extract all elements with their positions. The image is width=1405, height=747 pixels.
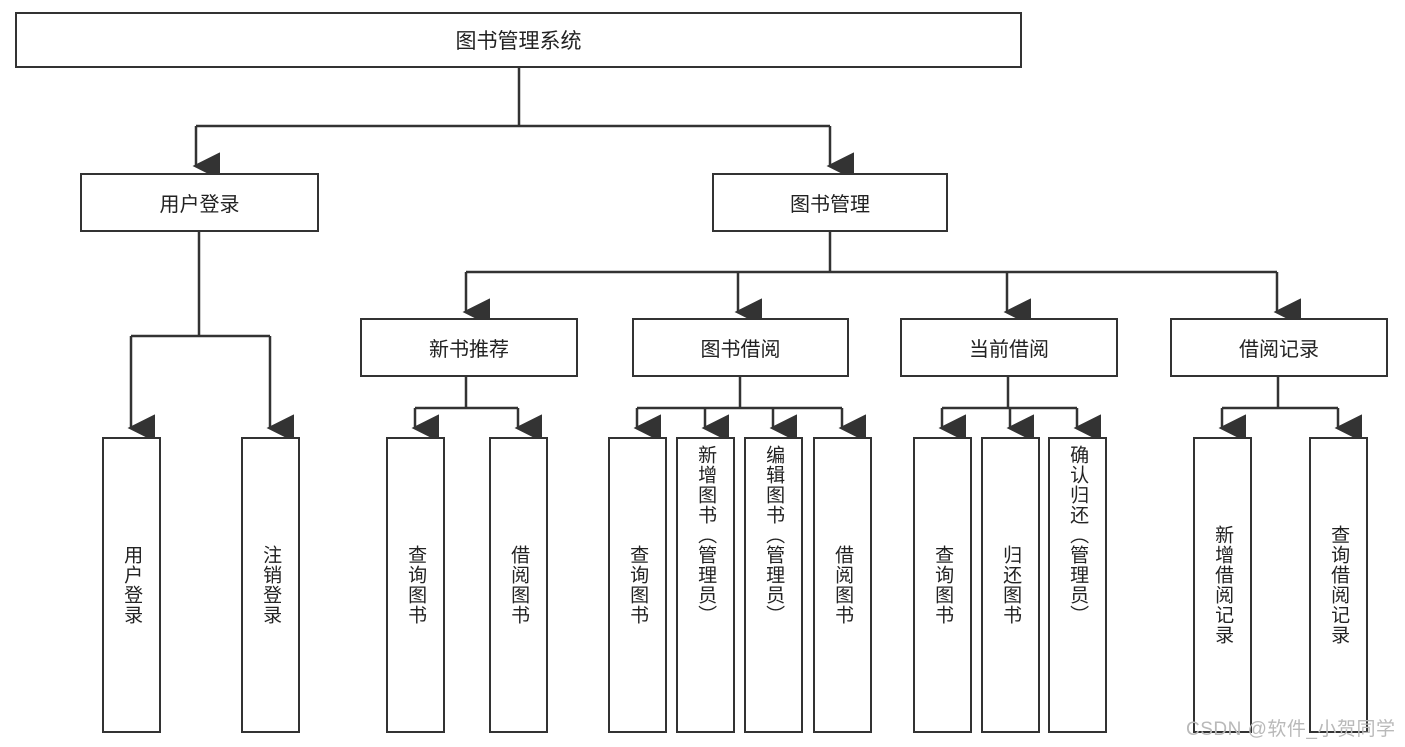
leaf-logout[interactable]: 注销登录	[241, 437, 300, 733]
leaf-borrow-borrow-book[interactable]: 借阅图书	[813, 437, 872, 733]
leaf-record-add-record[interactable]: 新增借阅记录	[1193, 437, 1252, 733]
leaf-newbook-query-book[interactable]: 查询图书	[386, 437, 445, 733]
node-new-book-recommend-label: 新书推荐	[429, 339, 509, 361]
node-book-management-label: 图书管理	[790, 194, 870, 216]
leaf-borrow-edit-book-label: 编辑图书（管理员）	[763, 445, 785, 625]
leaf-record-query-record[interactable]: 查询借阅记录	[1309, 437, 1368, 733]
leaf-current-confirm-return-label: 确认归还（管理员）	[1067, 445, 1089, 625]
leaf-user-login-label: 用户登录	[121, 545, 143, 625]
leaf-current-query-book[interactable]: 查询图书	[913, 437, 972, 733]
leaf-newbook-query-book-label: 查询图书	[405, 545, 427, 625]
watermark: CSDN @软件_小贺同学	[1186, 719, 1396, 740]
leaf-record-add-record-label: 新增借阅记录	[1212, 525, 1234, 645]
leaf-borrow-add-book[interactable]: 新增图书（管理员）	[676, 437, 735, 733]
node-user-login[interactable]: 用户登录	[80, 173, 319, 232]
node-current-borrow-label: 当前借阅	[969, 339, 1049, 361]
node-new-book-recommend[interactable]: 新书推荐	[360, 318, 578, 377]
leaf-record-query-record-label: 查询借阅记录	[1328, 525, 1350, 645]
leaf-borrow-query-book[interactable]: 查询图书	[608, 437, 667, 733]
leaf-borrow-edit-book[interactable]: 编辑图书（管理员）	[744, 437, 803, 733]
leaf-current-confirm-return[interactable]: 确认归还（管理员）	[1048, 437, 1107, 733]
leaf-borrow-borrow-book-label: 借阅图书	[832, 545, 854, 625]
leaf-newbook-borrow-book[interactable]: 借阅图书	[489, 437, 548, 733]
leaf-logout-label: 注销登录	[260, 545, 282, 625]
node-current-borrow[interactable]: 当前借阅	[900, 318, 1118, 377]
leaf-borrow-query-book-label: 查询图书	[627, 545, 649, 625]
leaf-current-return-book[interactable]: 归还图书	[981, 437, 1040, 733]
node-root-label: 图书管理系统	[455, 30, 582, 53]
leaf-current-return-book-label: 归还图书	[1000, 545, 1022, 625]
leaf-newbook-borrow-book-label: 借阅图书	[508, 545, 530, 625]
node-book-borrow-label: 图书借阅	[700, 339, 781, 361]
leaf-borrow-add-book-label: 新增图书（管理员）	[695, 445, 717, 625]
leaf-user-login[interactable]: 用户登录	[102, 437, 161, 733]
leaf-current-query-book-label: 查询图书	[932, 545, 954, 625]
node-book-borrow[interactable]: 图书借阅	[632, 318, 849, 377]
node-book-management[interactable]: 图书管理	[712, 173, 948, 232]
node-root-system[interactable]: 图书管理系统	[15, 12, 1022, 68]
node-user-login-label: 用户登录	[159, 194, 240, 216]
node-borrow-record-label: 借阅记录	[1239, 339, 1319, 361]
node-borrow-record[interactable]: 借阅记录	[1170, 318, 1388, 377]
